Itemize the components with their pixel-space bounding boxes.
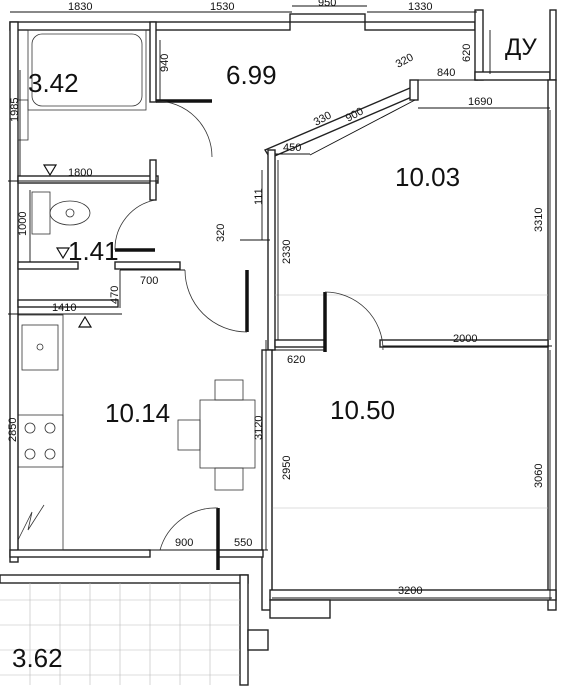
dim-840: 840: [437, 67, 455, 79]
dim-940: 940: [159, 54, 171, 72]
balcony-tiles: [0, 583, 240, 685]
dim-3120: 3120: [253, 416, 265, 440]
dim-3310: 3310: [533, 208, 545, 232]
room-area-balcony: 3.62: [12, 643, 63, 673]
dim-700: 700: [140, 275, 158, 287]
kitchen-counter: [17, 314, 64, 551]
shaft-label: ДУ: [505, 34, 538, 61]
dim-3200: 3200: [398, 585, 422, 597]
dim-2000: 2000: [453, 333, 477, 345]
dim-620: 620: [461, 44, 473, 62]
dining-table-icon: [177, 379, 256, 491]
walls: [0, 9, 557, 686]
triangle-marker-icon: [77, 315, 93, 328]
dim-320-hall: 320: [215, 224, 227, 242]
dim-1410: 1410: [52, 302, 76, 314]
dim-470: 470: [109, 286, 121, 304]
room-area-wc: 1.41: [68, 236, 119, 266]
dim-2330: 2330: [281, 240, 293, 264]
dim-1800: 1800: [68, 167, 92, 179]
triangle-marker-icon: [55, 247, 71, 260]
dim-450: 450: [283, 142, 301, 154]
triangle-marker-icon: [42, 164, 58, 177]
dim-950: 950: [318, 0, 336, 9]
stove-icon: [17, 414, 64, 468]
dim-1330: 1330: [408, 1, 432, 13]
dim-620-living: 620: [287, 354, 305, 366]
doors: [114, 99, 384, 570]
dim-2950: 2950: [281, 456, 293, 480]
dimension-lines: [8, 5, 552, 600]
dim-1000: 1000: [17, 212, 29, 236]
dim-3060: 3060: [533, 464, 545, 488]
sink-icon: [17, 99, 29, 141]
room-area-bedroom: 10.03: [395, 162, 460, 192]
dim-900-balcony: 900: [175, 537, 193, 549]
dim-2850: 2850: [7, 418, 19, 442]
dim-1530: 1530: [210, 1, 234, 13]
room-area-bathroom: 3.42: [28, 68, 79, 98]
fixtures: [0, 29, 548, 685]
dim-320-top: 320: [394, 51, 416, 70]
toilet-icon: [31, 191, 91, 235]
dim-1830: 1830: [68, 1, 92, 13]
dim-111: 111: [253, 188, 265, 205]
dim-550: 550: [234, 537, 252, 549]
dim-1985: 1985: [9, 98, 21, 122]
room-area-living: 10.50: [330, 395, 395, 425]
dim-1690: 1690: [468, 96, 492, 108]
room-area-hall: 6.99: [226, 60, 277, 90]
bathtub-icon: [27, 29, 147, 111]
room-area-kitchen: 10.14: [105, 398, 170, 428]
